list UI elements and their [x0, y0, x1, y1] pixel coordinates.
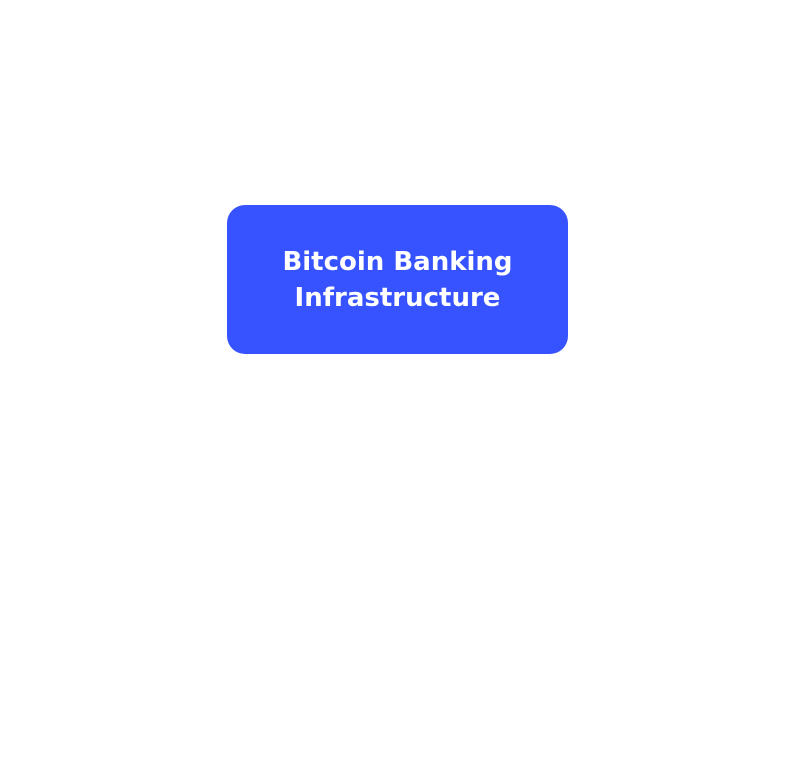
bitcoin-banking-infrastructure-button[interactable]: Bitcoin Banking Infrastructure [227, 205, 568, 354]
button-label-line-1: Bitcoin Banking [282, 246, 513, 277]
button-label: Bitcoin Banking Infrastructure [282, 244, 512, 316]
button-label-line-2: Infrastructure [294, 282, 501, 313]
